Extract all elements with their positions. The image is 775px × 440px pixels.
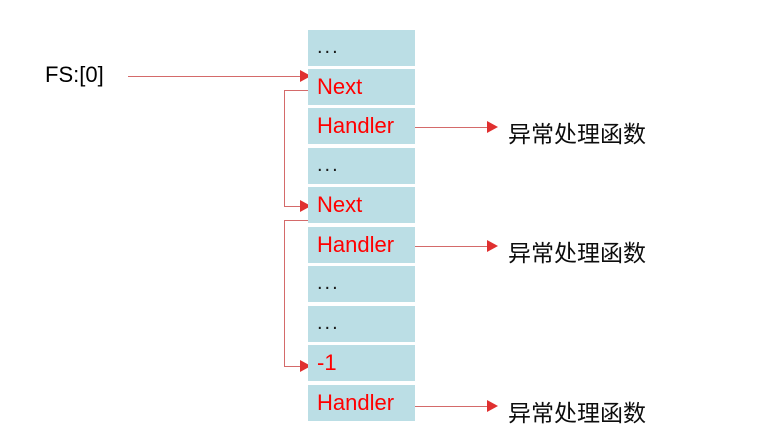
stack-cell-4-text: Next <box>317 192 363 217</box>
next2-vertical-line <box>284 220 285 366</box>
fs-zero-label: FS:[0] <box>45 62 104 87</box>
next1-stub-line <box>284 90 310 91</box>
handler3-target-label: 异常处理函数 <box>508 401 646 427</box>
next1-to-next2-line <box>284 206 306 207</box>
stack-cell-6-text: ... <box>317 271 340 294</box>
stack-cell-7-text: ... <box>317 311 340 334</box>
stack-cell-5: Handler <box>308 227 415 263</box>
stack-cell-7: ... <box>308 306 415 342</box>
handler3-arrow-icon <box>487 400 498 412</box>
handler3-line <box>415 406 493 407</box>
stack-cell-3-text: ... <box>317 153 340 176</box>
handler1-line <box>415 127 493 128</box>
stack-cell-0-text: ... <box>317 35 340 58</box>
next1-to-next2-arrow-icon <box>300 200 311 212</box>
next2-to-minus1-arrow-icon <box>300 360 311 372</box>
stack-cell-4: Next <box>308 187 415 223</box>
stack-cell-6: ... <box>308 266 415 302</box>
handler2-target-label: 异常处理函数 <box>508 241 646 267</box>
stack-cell-0: ... <box>308 30 415 66</box>
stack-cell-5-text: Handler <box>317 232 395 257</box>
next2-stub-line <box>284 220 310 221</box>
handler2-line <box>415 246 493 247</box>
stack-cell-9: Handler <box>308 385 415 421</box>
fs-to-next-arrow-icon <box>300 70 311 82</box>
stack-cell-3: ... <box>308 148 415 184</box>
stack-cell-8: -1 <box>308 345 415 381</box>
handler2-arrow-icon <box>487 240 498 252</box>
handler1-arrow-icon <box>487 121 498 133</box>
stack-cell-8-text: -1 <box>317 350 337 375</box>
stack-cell-1: Next <box>308 69 415 105</box>
fs-to-next-line <box>128 76 304 77</box>
stack-cell-2-text: Handler <box>317 113 395 138</box>
stack-cell-9-text: Handler <box>317 390 395 415</box>
next1-vertical-line <box>284 90 285 206</box>
stack-cell-1-text: Next <box>317 74 363 99</box>
stack-cell-2: Handler <box>308 108 415 144</box>
handler1-target-label: 异常处理函数 <box>508 122 646 148</box>
next2-to-minus1-line <box>284 366 306 367</box>
seh-chain-stack: ... Next Handler ... Next Handler ... ..… <box>308 30 415 424</box>
